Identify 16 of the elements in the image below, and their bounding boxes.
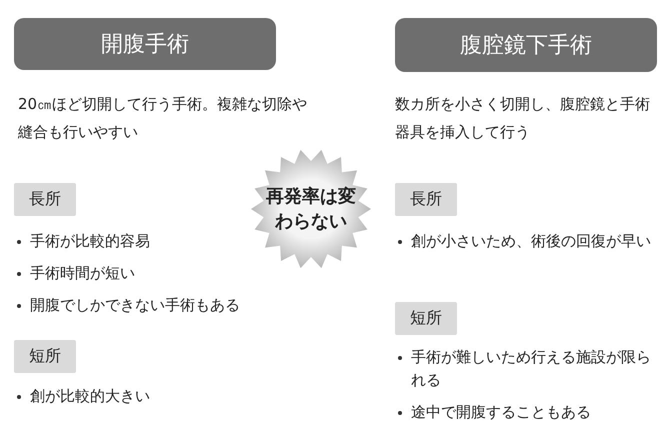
bullet-text: 手術が比較的容易 <box>30 231 150 252</box>
category-tag: 長所 <box>395 183 457 216</box>
bullet-text: 途中で開腹することもある <box>411 402 591 423</box>
category-tag: 短所 <box>395 302 457 335</box>
description-text: 数カ所を小さく切開し、腹腔鏡と手術器具を挿入して行う <box>395 94 651 143</box>
bullet-text: 手術が難しいため行える施設が限られる <box>411 347 652 391</box>
bullet-text: 創が小さいため、術後の回復が早い <box>411 231 651 252</box>
bullet-text: 手術時間が短い <box>30 263 135 284</box>
bullet-text: 開腹でしかできない手術もある <box>30 295 240 316</box>
heading-box: 腹腔鏡下手術 <box>395 18 657 72</box>
starburst-text: 再発率は変わらない <box>265 185 357 234</box>
heading-box: 開腹手術 <box>14 18 276 70</box>
bullet-text: 創が比較的大きい <box>30 386 150 407</box>
category-tag: 短所 <box>14 340 76 373</box>
category-tag: 長所 <box>14 183 76 216</box>
description-text: 20㎝ほど切開して行う手術。複雑な切除や縫合も行いやすい <box>18 94 308 143</box>
